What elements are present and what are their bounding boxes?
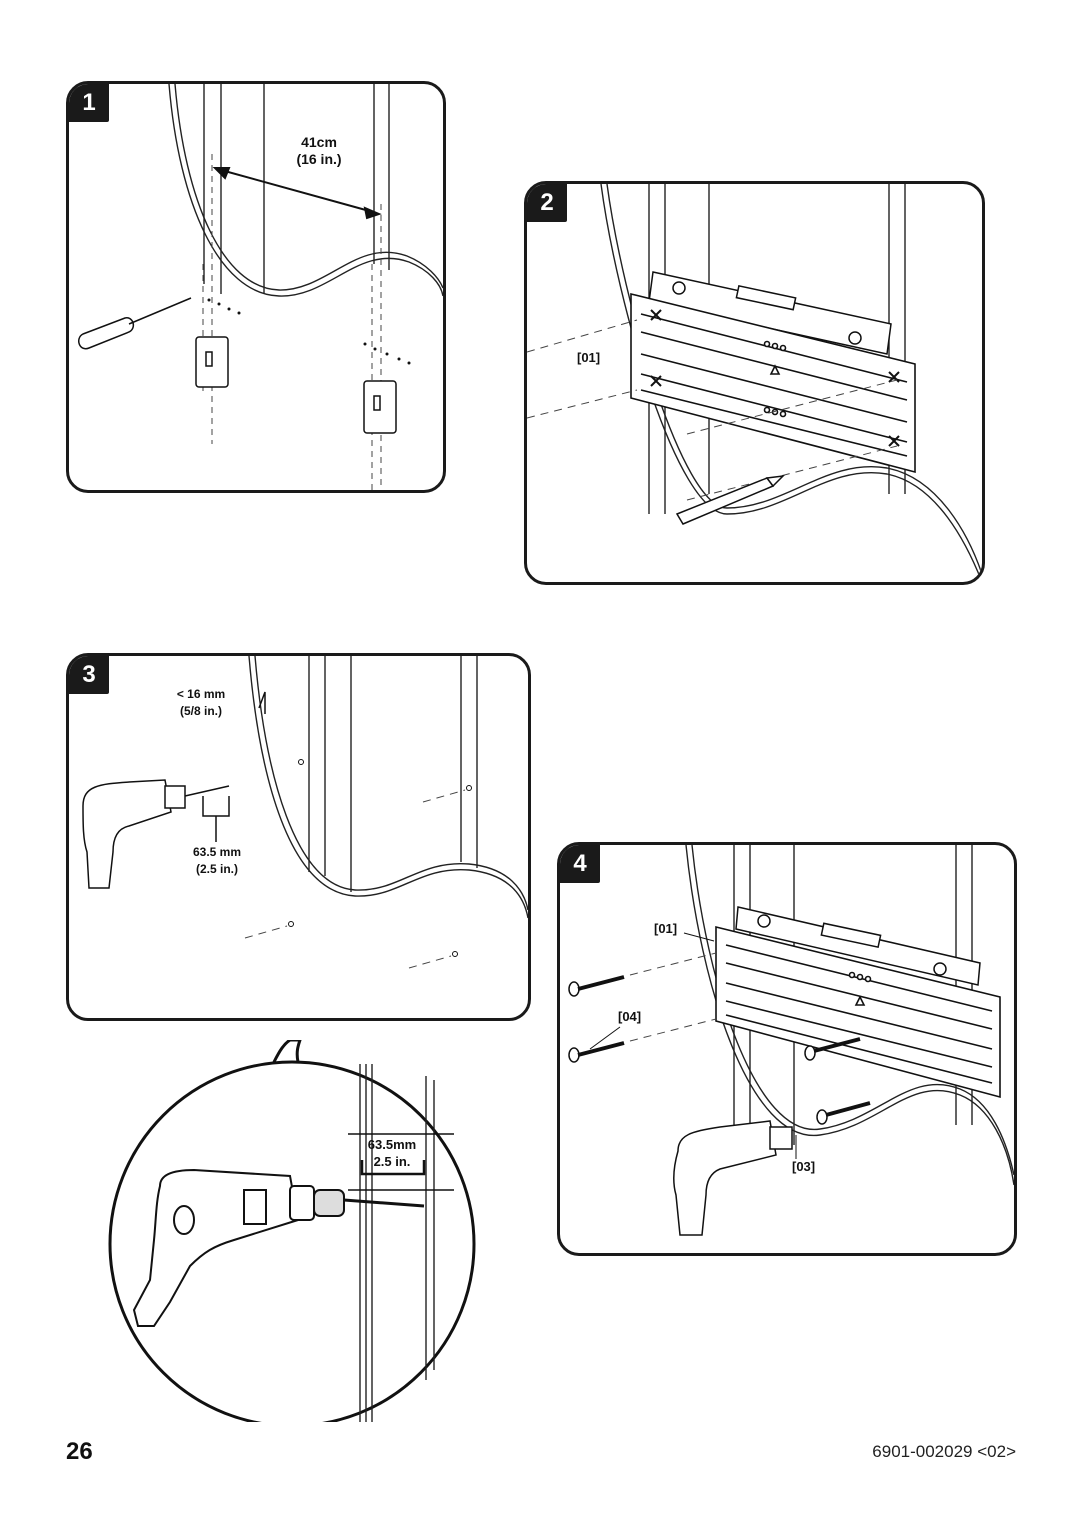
distance-in: (16 in.) [296, 151, 342, 167]
drill-depth-in: (2.5 in.) [195, 862, 238, 876]
distance-cm: 41cm [301, 134, 337, 150]
detail-illustration [108, 1038, 476, 1428]
detail-depth-mm: 63.5mm [367, 1137, 417, 1152]
step-4-part-bit-label: [03] [792, 1159, 816, 1174]
step-2-illustration [527, 184, 982, 582]
step-1-illustration [78, 84, 443, 490]
step-1-badge: 1 [69, 84, 109, 122]
step-4-part-screw-label: [04] [618, 1009, 642, 1024]
step-1-distance-label: 41cm (16 in.) [284, 134, 354, 168]
step-2-badge: 2 [527, 184, 567, 222]
depth-limit-in: (5/8 in.) [179, 704, 222, 718]
step-4-panel: 4 [557, 842, 1017, 1256]
step-4-illustration [568, 845, 1014, 1236]
step-3-drill-depth-label: 63.5 mm (2.5 in.) [179, 844, 255, 878]
page-number: 26 [66, 1438, 93, 1465]
step-3-panel: 3 < 16 mm (5/8 in.) 63.5 [66, 653, 531, 1021]
step-4-badge: 4 [560, 845, 600, 883]
step-2-part-plate-label: [01] [577, 350, 601, 365]
step-2-panel: 2 [524, 181, 985, 585]
step-3-detail-callout: 63.5mm 2.5 in. [94, 1038, 496, 1428]
detail-depth-label: 63.5mm 2.5 in. [352, 1136, 432, 1170]
drill-depth-mm: 63.5 mm [192, 845, 242, 859]
document-code: 6901-002029 <02> [872, 1442, 1016, 1461]
depth-limit-mm: < 16 mm [176, 687, 226, 701]
step-4-part-plate-label: [01] [654, 921, 678, 936]
step-3-depth-limit-label: < 16 mm (5/8 in.) [165, 686, 237, 720]
detail-depth-in: 2.5 in. [373, 1154, 411, 1169]
step-3-illustration [82, 656, 528, 969]
step-1-panel: 1 [66, 81, 446, 493]
step-3-badge: 3 [69, 656, 109, 694]
